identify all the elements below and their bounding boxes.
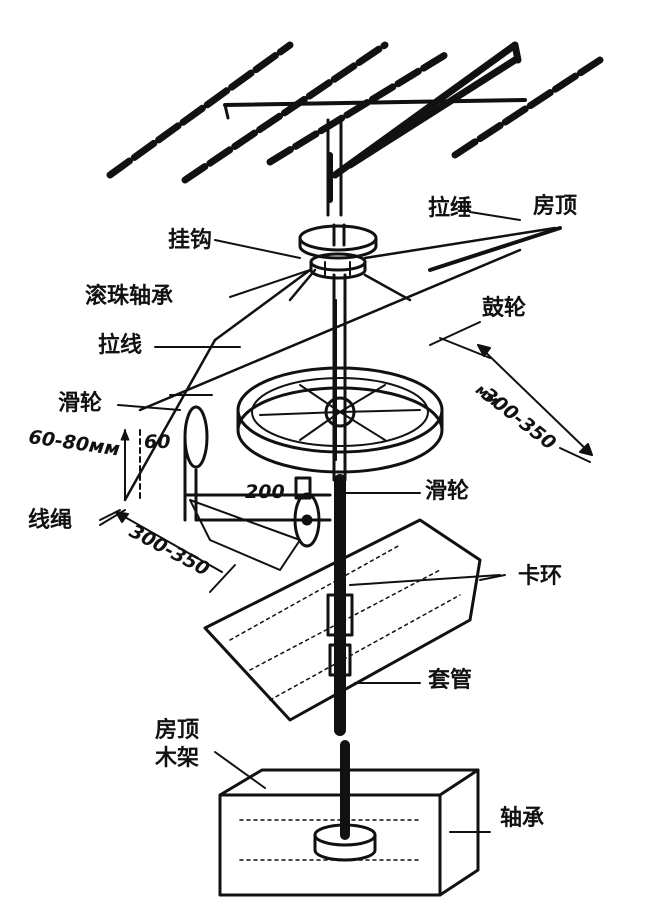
drum-dimension-lines bbox=[439, 337, 593, 463]
label-pull-wire-top: 拉缍 bbox=[428, 196, 473, 221]
leader-lines bbox=[99, 211, 521, 833]
label-hook: 挂钩 bbox=[168, 228, 213, 253]
right-pulley bbox=[293, 476, 321, 548]
label-sleeve: 套管 bbox=[428, 668, 473, 693]
dim-pulley-height: 60 bbox=[144, 431, 171, 453]
label-roof-top: 房顶 bbox=[533, 194, 578, 219]
label-drum-wheel: 鼓轮 bbox=[482, 296, 527, 321]
label-roof-frame-line1: 房顶 bbox=[155, 718, 200, 743]
label-pull-wire: 拉线 bbox=[98, 333, 143, 358]
bearing-block bbox=[218, 768, 480, 897]
dim-arm-length: 200 bbox=[245, 481, 285, 503]
clamp-sleeve bbox=[326, 574, 501, 677]
pull-wires bbox=[123, 226, 562, 502]
label-clamp-ring: 卡环 bbox=[518, 564, 563, 589]
yagi-antenna bbox=[106, 41, 604, 184]
label-pulley-left: 滑轮 bbox=[58, 391, 103, 416]
main-mast bbox=[332, 273, 350, 840]
label-rope: 线绳 bbox=[28, 508, 73, 533]
hook-disc bbox=[298, 224, 378, 260]
label-ball-bearing: 滚珠轴承 bbox=[85, 284, 174, 309]
label-bearing: 轴承 bbox=[500, 806, 545, 831]
roof-frame bbox=[189, 499, 482, 722]
upper-mast bbox=[326, 118, 346, 247]
label-roof-frame-line2: 木架 bbox=[155, 746, 200, 771]
label-pulley-right: 滑轮 bbox=[425, 479, 470, 504]
drum-wheel bbox=[236, 366, 444, 474]
